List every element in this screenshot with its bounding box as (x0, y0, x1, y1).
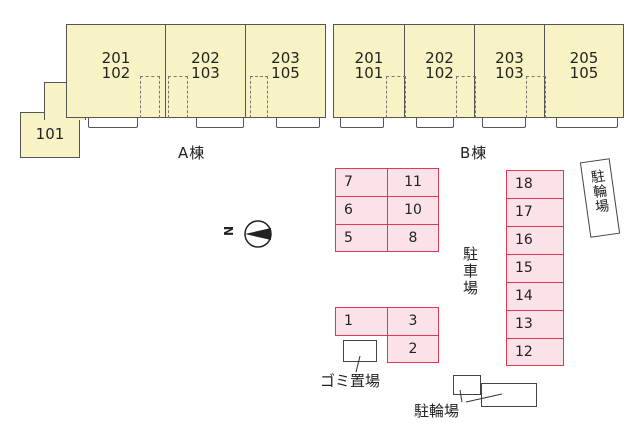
balcony (276, 118, 320, 128)
entrance-outline (526, 76, 546, 118)
bike-parking-bottom-label: 駐輪場 (414, 402, 460, 420)
unit-numbers: 205 105 (545, 51, 623, 81)
parking-space: 15 (506, 254, 564, 283)
unit-lower-number: 103 (495, 64, 524, 82)
unit-numbers: 203 103 (475, 51, 544, 81)
unit-upper-number: 201 (101, 49, 131, 67)
parking-space: 10 (387, 196, 439, 225)
parking-space: 12 (506, 338, 564, 366)
parking-space: 1 (335, 307, 388, 336)
building-a-unit-2: 202 103 (165, 24, 246, 118)
building-a-unit-3: 203 105 (245, 24, 326, 118)
unit-upper-number: 203 (495, 49, 524, 67)
entrance-outline (168, 76, 188, 118)
parking-space: 13 (506, 310, 564, 339)
entrance-outline (250, 76, 268, 118)
compass-letter: N (222, 225, 237, 237)
parking-space: 11 (387, 168, 439, 197)
unit-lower-number: 105 (271, 64, 300, 82)
unit-numbers: 202 102 (405, 51, 474, 81)
parking-space: 8 (387, 224, 439, 252)
building-b-unit-2: 202 102 (404, 24, 475, 118)
parking-space: 2 (387, 335, 439, 363)
unit-lower-number: 103 (191, 64, 220, 82)
parking-space: 17 (506, 198, 564, 227)
leader-line (355, 356, 361, 373)
entrance-outline (140, 76, 160, 118)
building-b-label: B棟 (460, 144, 488, 162)
unit-numbers: 202 103 (166, 51, 245, 81)
parking-space: 14 (506, 282, 564, 311)
compass-north-arrow-icon (244, 220, 272, 248)
bike-parking-right-label: 駐輪場 (588, 168, 611, 215)
unit-numbers: 201 101 (334, 51, 404, 81)
leader-line (459, 389, 503, 403)
parking-space: 5 (335, 224, 388, 252)
building-a-label: A棟 (178, 144, 206, 162)
garbage-area (343, 340, 377, 362)
annex-join (45, 112, 79, 122)
garbage-area-label: ゴミ置場 (320, 372, 381, 390)
unit-upper-number: 202 (425, 49, 454, 67)
unit-upper-number: 203 (271, 49, 300, 67)
entrance-outline (386, 76, 406, 118)
building-b-unit-4: 205 105 (544, 24, 624, 118)
unit-number: 101 (35, 125, 65, 143)
balcony (340, 118, 384, 128)
bike-parking-right: 駐輪場 (579, 158, 621, 238)
unit-lower-number: 101 (354, 64, 384, 82)
bike-parking-bottom-a (453, 375, 481, 395)
parking-space: 7 (335, 168, 388, 197)
parking-space: 16 (506, 226, 564, 255)
unit-numbers: 201 102 (67, 51, 165, 81)
balcony (88, 118, 138, 128)
unit-upper-number: 202 (191, 49, 220, 67)
parking-space: 6 (335, 196, 388, 225)
unit-upper-number: 205 (569, 49, 599, 67)
bike-parking-bottom-b (481, 383, 537, 407)
building-b-unit-1: 201 101 (333, 24, 405, 118)
balcony (482, 118, 526, 128)
parking-space: 3 (387, 307, 439, 336)
parking-label: 駐車場 (461, 246, 479, 297)
unit-lower-number: 102 (101, 64, 131, 82)
unit-numbers: 203 105 (246, 51, 325, 81)
parking-space: 18 (506, 170, 564, 199)
entrance-outline (456, 76, 476, 118)
unit-lower-number: 102 (425, 64, 454, 82)
unit-upper-number: 201 (354, 49, 384, 67)
balcony (556, 118, 618, 128)
balcony (196, 118, 244, 128)
balcony (416, 118, 454, 128)
unit-lower-number: 105 (569, 64, 599, 82)
